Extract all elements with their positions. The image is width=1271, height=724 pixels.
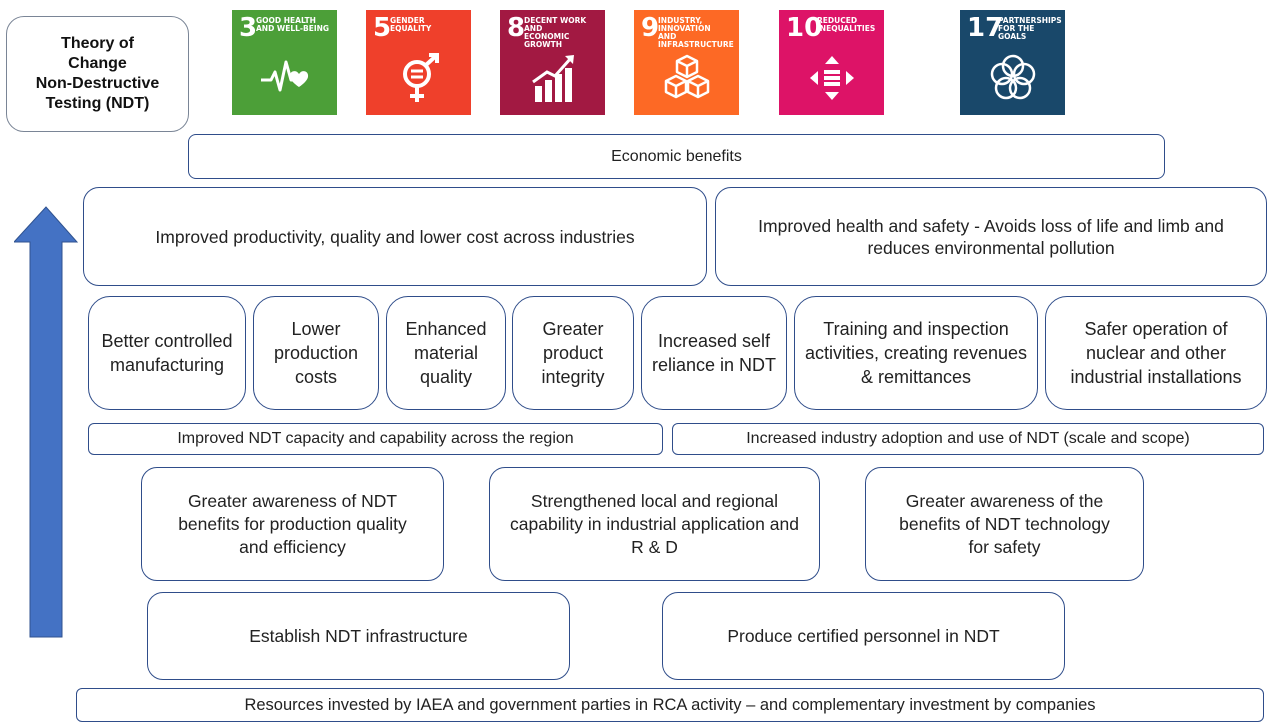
- sdg-number: 17: [967, 13, 1004, 43]
- benefit-safer-operation: Safer operation of nuclear and other ind…: [1045, 296, 1267, 410]
- sdg-label: INDUSTRY, INNOVATION AND INFRASTRUCTURE: [658, 16, 734, 49]
- intermediate-capacity: Improved NDT capacity and capability acr…: [88, 423, 663, 455]
- awareness-safety: Greater awareness of the benefits of NDT…: [865, 467, 1144, 581]
- inputs-resources: Resources invested by IAEA and governmen…: [76, 688, 1264, 722]
- sdg-9-tile: 9 INDUSTRY, INNOVATION AND INFRASTRUCTUR…: [634, 10, 739, 115]
- sdg-label: PARTNERSHIPS FOR THE GOALS: [998, 16, 1062, 41]
- gender-equality-icon: [403, 53, 439, 102]
- sdg-8-tile: 8 DECENT WORK AND ECONOMIC GROWTH: [500, 10, 605, 115]
- benefit-increased-self-reliance: Increased self reliance in NDT: [641, 296, 787, 410]
- outcome-productivity: Improved productivity, quality and lower…: [83, 187, 707, 286]
- sdg-number: 5: [373, 13, 392, 43]
- intermediate-adoption: Increased industry adoption and use of N…: [672, 423, 1264, 455]
- sdg-label: REDUCED INEQUALITIES: [817, 16, 876, 33]
- benefit-greater-product-integrity: Greater product integrity: [512, 296, 634, 410]
- capability-industrial-application: Strengthened local and regional capabili…: [489, 467, 820, 581]
- benefit-enhanced-material-quality: Enhanced material quality: [386, 296, 506, 410]
- diagram-title: Theory of Change Non-Destructive Testing…: [6, 16, 189, 132]
- partnership-rings-icon: [990, 54, 1036, 100]
- outcome-health-safety: Improved health and safety - Avoids loss…: [715, 187, 1267, 286]
- progression-arrow: [12, 206, 79, 638]
- sdg-number: 8: [507, 13, 526, 43]
- sdg-3-tile: 3 GOOD HEALTH AND WELL-BEING: [232, 10, 337, 115]
- growth-chart-icon: [532, 55, 574, 102]
- sdg-label: DECENT WORK AND ECONOMIC GROWTH: [524, 16, 587, 49]
- heartbeat-icon: [261, 60, 309, 92]
- sdg-label: GENDER EQUALITY: [390, 16, 432, 33]
- sdg-5-tile: 5 GENDER EQUALITY: [366, 10, 471, 115]
- impact-economic-benefits: Economic benefits: [188, 134, 1165, 179]
- output-certified-personnel: Produce certified personnel in NDT: [662, 592, 1065, 680]
- sdg-10-tile: 10 REDUCED INEQUALITIES: [779, 10, 884, 115]
- equality-arrows-icon: [810, 56, 854, 100]
- sdg-17-tile: 17 PARTNERSHIPS FOR THE GOALS: [960, 10, 1065, 115]
- sdg-number: 9: [641, 13, 660, 43]
- output-establish-infrastructure: Establish NDT infrastructure: [147, 592, 570, 680]
- sdg-label: GOOD HEALTH AND WELL-BEING: [256, 16, 330, 33]
- sdg-number: 10: [786, 13, 823, 43]
- benefit-lower-production-costs: Lower production costs: [253, 296, 379, 410]
- benefit-training-inspection: Training and inspection activities, crea…: [794, 296, 1038, 410]
- awareness-production-quality: Greater awareness of NDT benefits for pr…: [141, 467, 444, 581]
- benefit-better-controlled-manufacturing: Better controlled manufacturing: [88, 296, 246, 410]
- sdg-number: 3: [239, 13, 258, 43]
- cubes-icon: [664, 54, 710, 99]
